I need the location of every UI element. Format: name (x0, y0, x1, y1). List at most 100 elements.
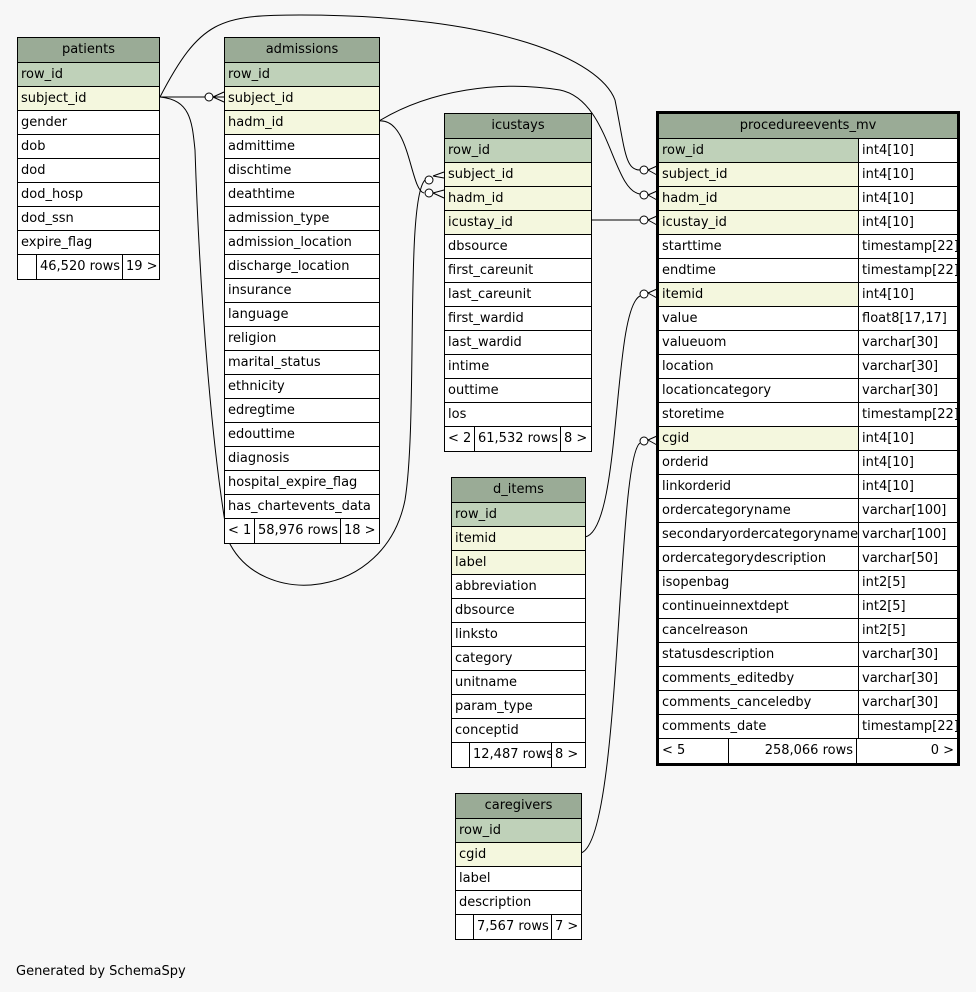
column-row[interactable]: diagnosis (225, 447, 379, 471)
parents-link[interactable] (452, 743, 469, 767)
column-row[interactable]: dod_ssn (18, 207, 159, 231)
column-row[interactable]: label (452, 551, 585, 575)
column-row[interactable]: abbreviation (452, 575, 585, 599)
column-row[interactable]: dod_hosp (18, 183, 159, 207)
parents-link[interactable]: < 1 (228, 523, 252, 538)
children-link[interactable]: 0 > (856, 739, 957, 763)
column-row[interactable]: dbsource (452, 599, 585, 623)
parents-link[interactable] (18, 255, 36, 279)
parents-link[interactable] (456, 915, 473, 939)
column-row[interactable]: edregtime (225, 399, 379, 423)
table-title[interactable]: d_items (452, 478, 585, 503)
column-row[interactable]: param_type (452, 695, 585, 719)
parents-link[interactable]: < 5 (662, 743, 686, 758)
column-row[interactable]: los (445, 403, 591, 427)
column-row[interactable]: subject_id (225, 87, 379, 111)
column-row[interactable]: first_wardid (445, 307, 591, 331)
column-row[interactable]: outtime (445, 379, 591, 403)
column-row[interactable]: hadm_id (445, 187, 591, 211)
column-row[interactable]: hospital_expire_flag (225, 471, 379, 495)
column-row[interactable]: religion (225, 327, 379, 351)
column-row[interactable]: discharge_location (225, 255, 379, 279)
column-row[interactable]: label (456, 867, 581, 891)
column-row[interactable]: dod (18, 159, 159, 183)
column-row[interactable]: dbsource (445, 235, 591, 259)
column-row[interactable]: subject_id (18, 87, 159, 111)
column-row[interactable]: row_id (452, 503, 585, 527)
table-title[interactable]: procedureevents_mv (659, 114, 957, 139)
table-title[interactable]: admissions (225, 38, 379, 63)
column-row[interactable]: edouttime (225, 423, 379, 447)
children-link[interactable]: 19 > (122, 255, 159, 279)
children-link[interactable]: 8 > (551, 743, 585, 767)
column-row[interactable]: expire_flag (18, 231, 159, 255)
children-link[interactable]: 8 > (560, 427, 591, 451)
table-title[interactable]: caregivers (456, 794, 581, 819)
column-row[interactable]: unitname (452, 671, 585, 695)
table-title[interactable]: icustays (445, 114, 591, 139)
column-row[interactable]: icustay_id (445, 211, 591, 235)
column-row[interactable]: marital_status (225, 351, 379, 375)
column-row[interactable]: last_careunit (445, 283, 591, 307)
column-row[interactable]: ethnicity (225, 375, 379, 399)
table-title[interactable]: patients (18, 38, 159, 63)
column-row[interactable]: cgid (456, 843, 581, 867)
column-row[interactable]: row_id (18, 63, 159, 87)
column-row[interactable]: subject_id (445, 163, 591, 187)
children-link[interactable]: 18 > (340, 519, 379, 543)
column-row[interactable]: language (225, 303, 379, 327)
column-row[interactable]: last_wardid (445, 331, 591, 355)
column-row[interactable]: category (452, 647, 585, 671)
column-row[interactable]: conceptid (452, 719, 585, 743)
column-row[interactable]: admission_type (225, 207, 379, 231)
column-row[interactable]: row_id (445, 139, 591, 163)
parents-link[interactable]: < 2 (448, 431, 472, 446)
column-row[interactable]: insurance (225, 279, 379, 303)
column-row[interactable]: intime (445, 355, 591, 379)
column-row[interactable]: row_id (225, 63, 379, 87)
column-row[interactable]: description (456, 891, 581, 915)
column-row[interactable]: has_chartevents_data (225, 495, 379, 519)
column-row[interactable]: linksto (452, 623, 585, 647)
column-row[interactable]: row_id (456, 819, 581, 843)
column-row[interactable]: hadm_id (225, 111, 379, 135)
column-row[interactable]: admittime (225, 135, 379, 159)
column-row[interactable]: admission_location (225, 231, 379, 255)
column-row[interactable]: deathtime (225, 183, 379, 207)
column-row[interactable]: itemid (452, 527, 585, 551)
column-row[interactable]: first_careunit (445, 259, 591, 283)
column-row[interactable]: gender (18, 111, 159, 135)
children-link[interactable]: 7 > (551, 915, 581, 939)
